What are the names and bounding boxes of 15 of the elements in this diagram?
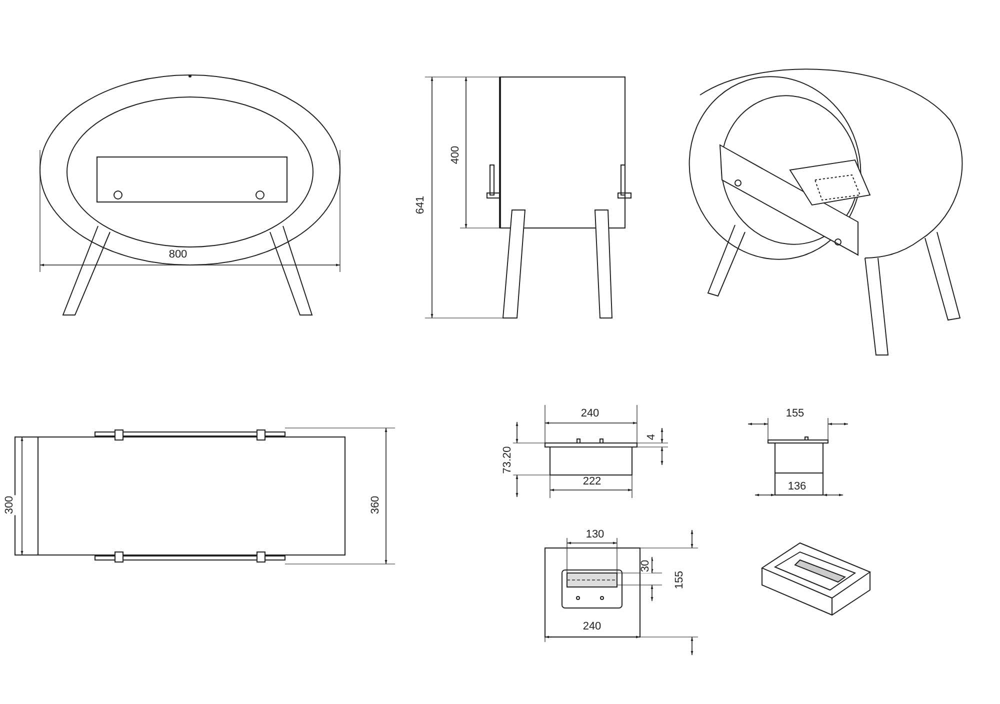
dimension-label: 300 [4, 494, 16, 516]
dimension-label: 222 [582, 476, 602, 488]
dimension-label: 30 [640, 558, 652, 574]
dimension-label: 641 [416, 194, 426, 216]
dimension-label: 240 [580, 408, 600, 420]
dimension-label: 400 [450, 144, 462, 166]
dimension-label: 800 [168, 250, 188, 260]
dimension-label: 4 [646, 432, 658, 442]
dimension-label: 155 [674, 570, 686, 590]
dimension-label: 130 [584, 530, 606, 540]
dimension-label: 136 [786, 482, 808, 492]
dimension-label: 240 [582, 622, 602, 632]
dimension-label: 155 [784, 408, 806, 420]
dimension-label: 360 [370, 494, 382, 516]
dimension-label: 73.20 [502, 445, 514, 475]
